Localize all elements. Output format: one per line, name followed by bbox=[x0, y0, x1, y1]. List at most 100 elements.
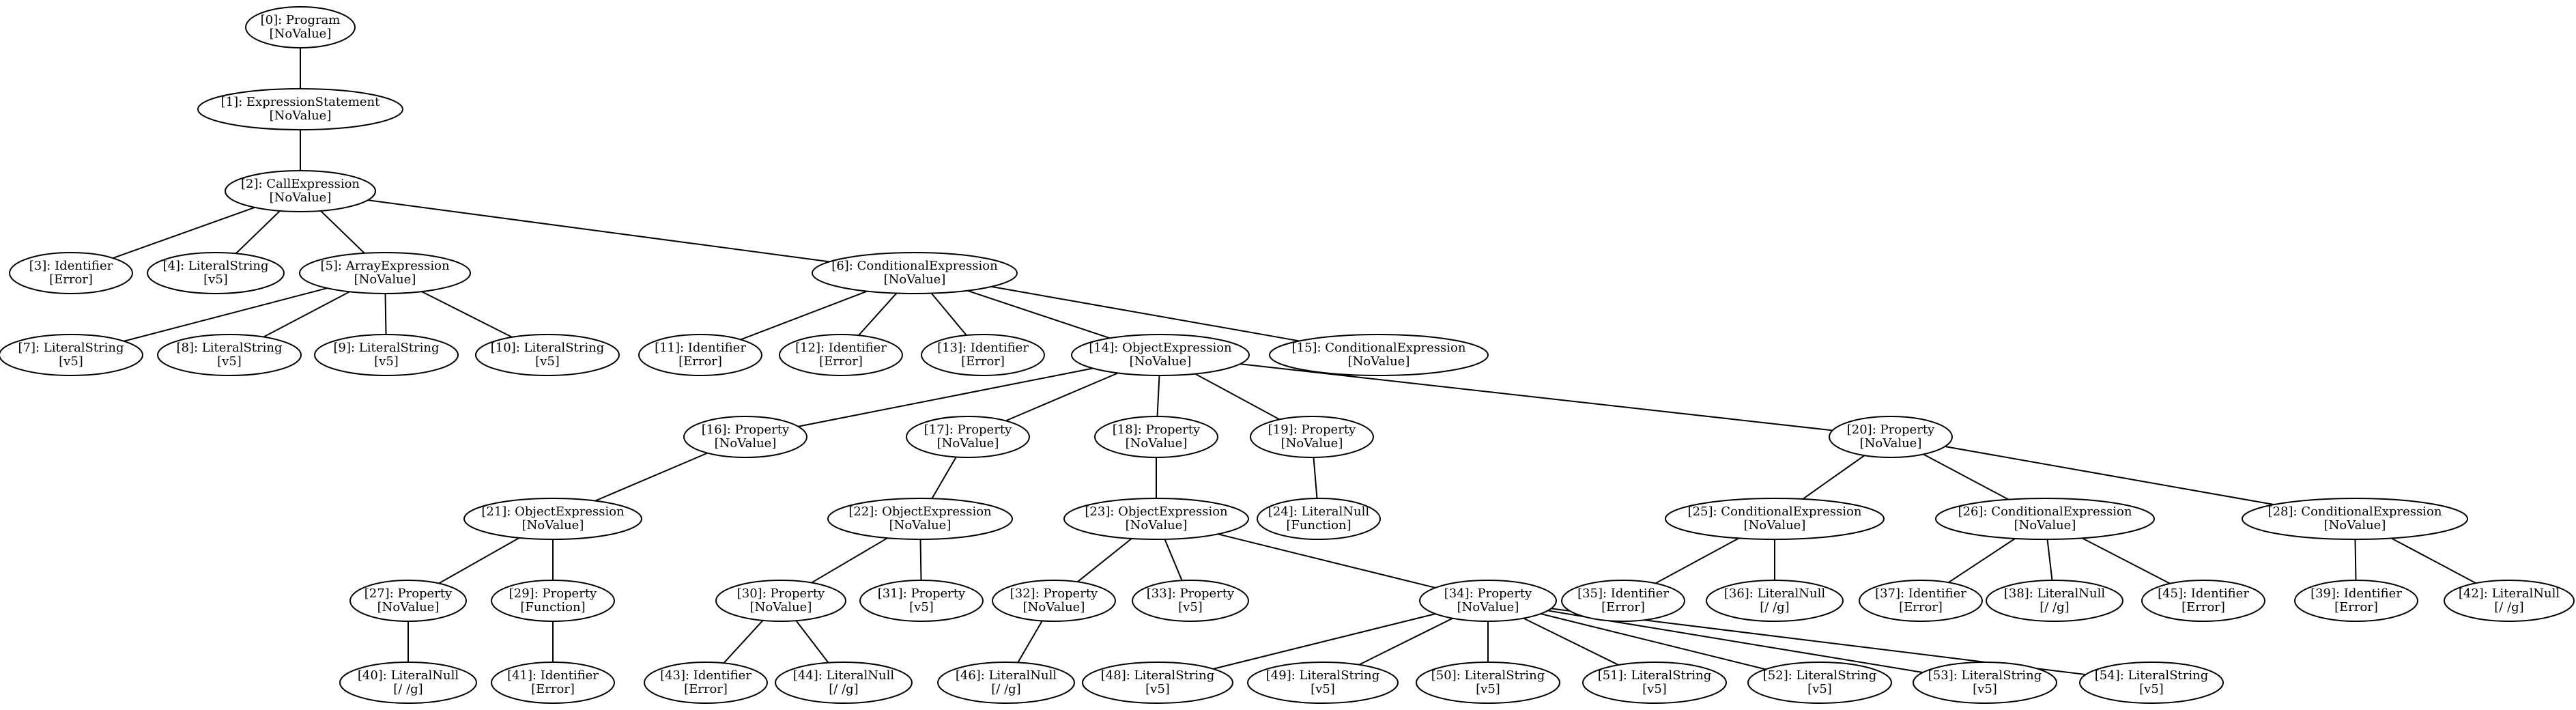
edge-6-15 bbox=[991, 285, 1300, 342]
node-label: [3]: Identifier bbox=[29, 259, 113, 273]
node-value: [v5] bbox=[203, 272, 228, 287]
node-label: [6]: ConditionalExpression bbox=[831, 259, 998, 273]
tree-node-36: [36]: LiteralNull[/ /g] bbox=[1706, 580, 1844, 622]
node-ellipse bbox=[339, 662, 477, 704]
node-value: [NoValue] bbox=[937, 436, 999, 451]
edge-23-34 bbox=[1218, 533, 1436, 588]
tree-node-5: [5]: ArrayExpression[NoValue] bbox=[299, 252, 471, 294]
node-ellipse bbox=[1859, 580, 1983, 622]
edge-17-22 bbox=[931, 456, 957, 499]
node-ellipse bbox=[491, 580, 615, 622]
tree-node-33: [33]: Property[v5] bbox=[1132, 580, 1249, 622]
tree-node-29: [29]: Property[Function] bbox=[491, 580, 615, 622]
node-label: [49]: LiteralString bbox=[1266, 668, 1379, 683]
node-ellipse bbox=[349, 580, 467, 622]
node-label: [52]: LiteralString bbox=[1763, 668, 1876, 683]
edge-14-20 bbox=[1240, 363, 1833, 431]
edge-32-46 bbox=[1017, 620, 1043, 663]
tree-node-37: [37]: Identifier[Error] bbox=[1859, 580, 1983, 622]
node-ellipse bbox=[1063, 498, 1249, 540]
edge-2-6 bbox=[367, 199, 830, 263]
edge-23-33 bbox=[1164, 539, 1183, 581]
node-value: [NoValue] bbox=[354, 272, 416, 287]
edge-6-14 bbox=[967, 289, 1111, 339]
node-value: [NoValue] bbox=[715, 436, 777, 451]
node-ellipse bbox=[225, 170, 376, 212]
node-label: [24]: LiteralNull bbox=[1268, 505, 1370, 519]
node-label: [42]: LiteralNull bbox=[2459, 586, 2560, 601]
tree-node-13: [13]: Identifier[Error] bbox=[921, 334, 1045, 376]
node-ellipse bbox=[1561, 580, 1685, 622]
node-label: [51]: LiteralString bbox=[1598, 668, 1711, 683]
node-label: [5]: ArrayExpression bbox=[320, 259, 450, 273]
node-ellipse bbox=[1094, 416, 1218, 458]
tree-node-21: [21]: ObjectExpression[NoValue] bbox=[463, 498, 642, 540]
node-label: [48]: LiteralString bbox=[1101, 668, 1214, 683]
edge-14-17 bbox=[1005, 372, 1119, 422]
node-value: [NoValue] bbox=[1457, 600, 1519, 614]
node-ellipse bbox=[463, 498, 642, 540]
edge-5-10 bbox=[421, 291, 513, 338]
node-label: [54]: LiteralString bbox=[2095, 668, 2208, 683]
node-value: [v5] bbox=[1311, 682, 1335, 696]
node-label: [41]: Identifier bbox=[507, 668, 599, 683]
node-ellipse bbox=[812, 252, 1018, 294]
node-label: [20]: Property bbox=[1847, 423, 1935, 437]
node-value: [v5] bbox=[1807, 682, 1832, 696]
node-value: [NoValue] bbox=[522, 518, 584, 532]
tree-node-20: [20]: Property[NoValue] bbox=[1829, 416, 1953, 458]
node-ellipse bbox=[992, 580, 1116, 622]
node-value: [NoValue] bbox=[270, 190, 332, 205]
tree-node-14: [14]: ObjectExpression[NoValue] bbox=[1071, 334, 1250, 376]
tree-node-19: [19]: Property[NoValue] bbox=[1250, 416, 1374, 458]
node-ellipse bbox=[0, 334, 143, 376]
node-value: [Error] bbox=[684, 682, 728, 696]
node-ellipse bbox=[1082, 662, 1233, 704]
node-value: [Error] bbox=[49, 272, 93, 287]
node-value: [NoValue] bbox=[1744, 518, 1806, 532]
node-ellipse bbox=[491, 662, 615, 704]
node-value: [/ /g] bbox=[2040, 600, 2069, 614]
node-value: [Error] bbox=[961, 354, 1005, 369]
node-label: [26]: ConditionalExpression bbox=[1958, 505, 2132, 519]
edge-34-51 bbox=[1523, 617, 1619, 666]
node-ellipse bbox=[1829, 416, 1953, 458]
node-ellipse bbox=[1665, 498, 1885, 540]
tree-node-27: [27]: Property[NoValue] bbox=[349, 580, 467, 622]
node-value: [Error] bbox=[531, 682, 575, 696]
tree-node-0: [0]: Program[NoValue] bbox=[245, 6, 356, 48]
node-label: [32]: Property bbox=[1010, 586, 1098, 601]
node-value: [v5] bbox=[1145, 682, 1170, 696]
node-label: [40]: LiteralNull bbox=[358, 668, 459, 683]
edge-5-7 bbox=[124, 287, 328, 342]
node-ellipse bbox=[2294, 580, 2418, 622]
node-value: [NoValue] bbox=[270, 27, 332, 41]
node-label: [53]: LiteralString bbox=[1928, 668, 2042, 683]
tree-node-25: [25]: ConditionalExpression[NoValue] bbox=[1665, 498, 1885, 540]
edge-19-24 bbox=[1313, 457, 1318, 499]
node-label: [23]: ObjectExpression bbox=[1085, 505, 1228, 519]
edge-28-42 bbox=[2390, 537, 2476, 584]
node-label: [9]: LiteralString bbox=[333, 341, 439, 355]
node-value: [/ /g] bbox=[393, 682, 423, 696]
edge-23-32 bbox=[1076, 538, 1132, 583]
node-label: [25]: ConditionalExpression bbox=[1688, 505, 1862, 519]
node-label: [4]: LiteralString bbox=[162, 259, 268, 273]
node-label: [43]: Identifier bbox=[660, 668, 752, 683]
node-ellipse bbox=[1071, 334, 1250, 376]
node-value: [Function] bbox=[1286, 518, 1351, 532]
tree-node-22: [22]: ObjectExpression[NoValue] bbox=[827, 498, 1013, 540]
node-value: [NoValue] bbox=[1860, 436, 1922, 451]
node-label: [12]: Identifier bbox=[795, 341, 887, 355]
node-ellipse bbox=[2242, 498, 2468, 540]
node-ellipse bbox=[921, 334, 1045, 376]
node-value: [NoValue] bbox=[889, 518, 951, 532]
node-ellipse bbox=[715, 580, 846, 622]
node-ellipse bbox=[197, 88, 403, 130]
node-value: [NoValue] bbox=[377, 600, 440, 614]
edge-34-52 bbox=[1540, 613, 1766, 670]
node-label: [37]: Identifier bbox=[1875, 586, 1966, 601]
tree-node-49: [49]: LiteralString[v5] bbox=[1247, 662, 1399, 704]
tree-node-23: [23]: ObjectExpression[NoValue] bbox=[1063, 498, 1249, 540]
